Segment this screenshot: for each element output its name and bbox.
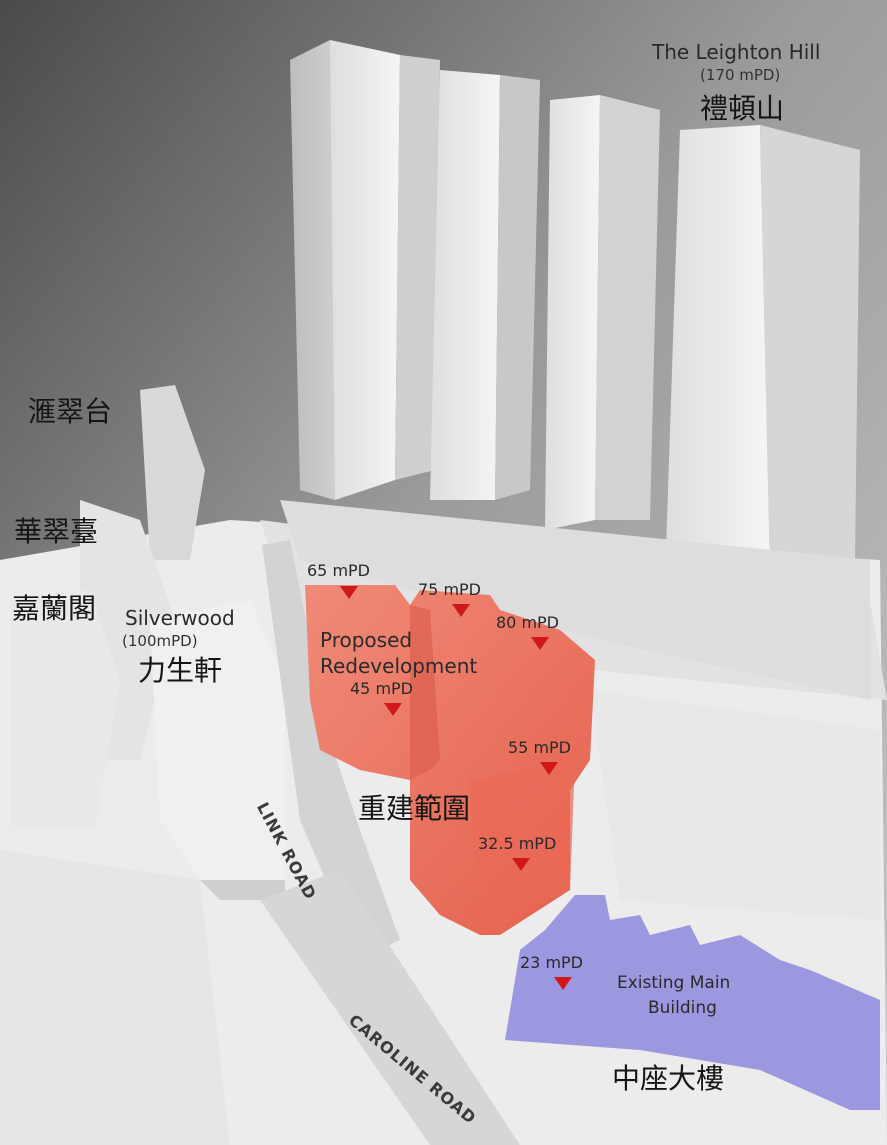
silverwood-height: (100mPD) (122, 632, 198, 650)
tower-b-chinese: 華翠臺 (14, 515, 99, 548)
tower-c-chinese: 嘉蘭閣 (12, 592, 97, 625)
caroline-road-surface (260, 870, 520, 1145)
existing-label-line2: Building (648, 998, 717, 1018)
right-terrace (590, 690, 880, 920)
height-label-45: 45 mPD (350, 679, 413, 698)
existing-main-building (505, 895, 880, 1110)
existing-chinese: 中座大樓 (612, 1062, 725, 1095)
proposed-redevelopment-massing (305, 585, 595, 935)
height-marker-45-icon (384, 703, 402, 716)
height-label-32-5: 32.5 mPD (478, 834, 557, 853)
existing-label-line1: Existing Main (617, 973, 731, 993)
tower-a-chinese: 滙翠台 (28, 395, 113, 428)
height-marker-23-icon (554, 977, 572, 990)
height-marker-32-5-icon (512, 858, 530, 871)
height-label-75: 75 mPD (418, 580, 481, 599)
leighton-hill-chinese: 禮頓山 (700, 92, 785, 125)
height-label-65: 65 mPD (307, 561, 370, 580)
foreground-blocks (0, 850, 230, 1145)
left-towers (10, 385, 285, 900)
leighton-hill-towers (280, 40, 870, 700)
height-marker-55-icon (540, 762, 558, 775)
height-marker-65-icon (340, 586, 358, 599)
height-label-23: 23 mPD (520, 953, 583, 972)
silverwood-chinese: 力生軒 (138, 654, 223, 687)
height-marker-80-icon (531, 637, 549, 650)
height-label-55: 55 mPD (508, 738, 571, 757)
leighton-hill-height: (170 mPD) (700, 66, 781, 84)
height-label-80: 80 mPD (496, 613, 559, 632)
proposed-chinese: 重建範圍 (358, 792, 471, 825)
height-marker-75-icon (452, 604, 470, 617)
proposed-label-line1: Proposed (320, 628, 413, 652)
leighton-hill-name: The Leighton Hill (652, 40, 821, 64)
silverwood-name: Silverwood (125, 606, 235, 630)
proposed-label-line2: Redevelopment (320, 654, 478, 678)
